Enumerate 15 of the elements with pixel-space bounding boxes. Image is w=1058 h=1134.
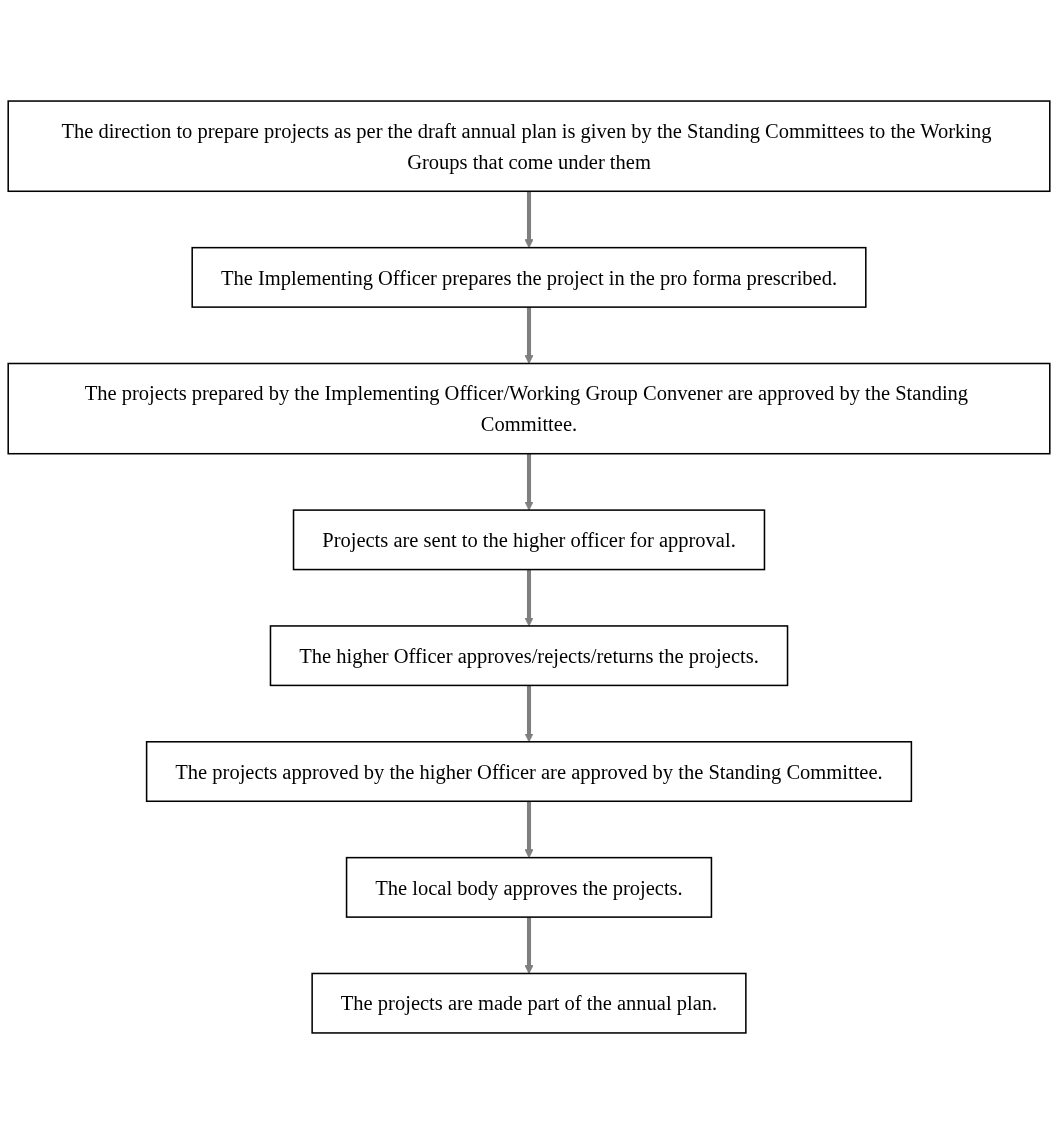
arrow xyxy=(524,453,534,511)
node-box: The projects are made part of the annual plan. xyxy=(311,972,747,1034)
node-box: The higher Officer approves/rejects/returns the projects. xyxy=(269,625,789,687)
node-box: The local body approves the projects. xyxy=(345,856,713,918)
arrow xyxy=(524,685,534,743)
node-box: The projects approved by the higher Officer are approved by the Standing Committee. xyxy=(145,741,913,803)
arrow xyxy=(524,569,534,627)
arrow xyxy=(524,917,534,974)
node-box: The direction to prepare projects as per the draft annual plan is given by the Standing Committees to the Working Groups that come under them xyxy=(7,100,1051,193)
node-box: The projects prepared by the Implementing Officer/Working Group Convener are approved by the Standing Committee. xyxy=(7,362,1051,455)
arrow xyxy=(524,307,534,364)
arrow xyxy=(524,191,534,249)
node-box: Projects are sent to the higher officer for approval. xyxy=(292,509,766,571)
arrow xyxy=(524,801,534,859)
node-box: The Implementing Officer prepares the project in the pro forma prescribed. xyxy=(191,246,867,308)
